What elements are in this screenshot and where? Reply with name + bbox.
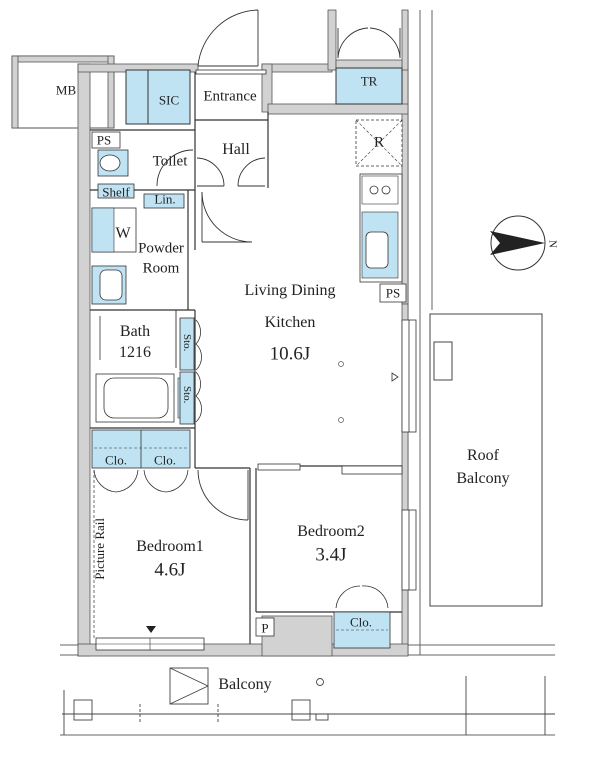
sic-label: SIC [158,92,180,108]
ldk-label-1: Living Dining [244,282,336,299]
entrance-door [197,9,259,67]
bath-fixture [95,316,189,423]
mb-label: MB [55,82,77,98]
clo-label-1: Clo. [104,452,128,468]
sto-label-1: Sto. [181,334,193,352]
bed1-door [197,469,249,521]
tr-door [337,27,401,59]
bath-label-2: 1216 [119,344,151,361]
bed2-closet-doors [335,585,389,609]
roof-balcony-label-1: Roof [467,447,499,464]
powder-label-2: Room [142,260,180,277]
exterior-walls [77,9,409,657]
balcony-label: Balcony [218,676,272,693]
ldk-outlets [338,361,344,423]
bed1-window [95,626,205,651]
bed2-closet [333,611,391,649]
kitchen-counter [359,173,403,283]
tr-box [335,67,403,105]
bed2-window [401,509,417,591]
ps-top-label: PS [96,132,112,148]
sic-box [125,69,191,125]
lin-box [143,193,185,209]
roof-balcony [429,313,543,607]
mb-box [11,55,115,129]
compass-n-label: N [546,240,559,248]
sto-box-1 [179,317,195,371]
sto-box-2 [179,371,195,425]
ldk-window [401,319,417,433]
roof-balcony-label-2: Balcony [456,470,510,487]
bed1-name: Bedroom1 [136,538,204,555]
bed2-sliding-door [257,463,301,471]
bed1-closets [91,429,191,469]
fridge-label: R [373,134,385,151]
bed1-size: 4.6J [154,559,186,581]
ps-kitchen-box [379,283,407,303]
sto-label-2: Sto. [181,386,193,404]
p-box [255,617,275,637]
powder-door [201,191,253,243]
ldk-label-2: Kitchen [264,314,316,331]
washer-label: W [115,225,131,242]
toilet-label: Toilet [152,153,188,170]
hall-label: Hall [222,141,250,158]
ldk-size: 10.6J [269,343,311,365]
lin-label: Lin. [154,191,176,207]
toilet-fixture [97,149,135,199]
shelf-label: Shelf [102,184,130,200]
entrance-label: Entrance [203,88,257,105]
tr-label: TR [360,73,378,89]
clo-label-2: Clo. [153,452,177,468]
powder-label-1: Powder [138,240,184,257]
bed2-name: Bedroom2 [297,523,365,540]
bath-label-1: Bath [119,323,151,340]
toilet-door [156,149,194,187]
bed1-closet-doors [93,469,189,493]
hall-doors [196,157,266,187]
clo-label-3: Clo. [349,614,373,630]
ps-top-box [91,131,121,149]
balcony-area [62,667,555,735]
picture-rail-label: Picture Rail [92,518,107,580]
sto-doors [195,319,202,423]
bed2-size: 3.4J [315,544,347,566]
p-label: P [261,620,269,636]
compass-icon [490,215,546,271]
ps-kitchen-label: PS [385,285,401,301]
fridge-box [355,119,403,167]
